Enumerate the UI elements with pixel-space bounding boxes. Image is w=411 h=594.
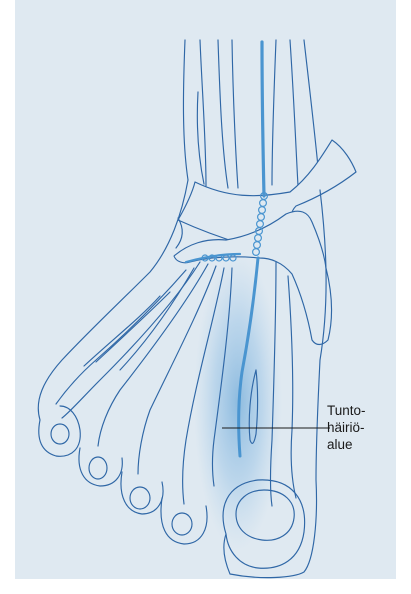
leg-outline: [183, 40, 320, 190]
nerve-trunk: [262, 42, 264, 196]
sensory-area-label: Tunto- häiriö- alue: [327, 402, 387, 453]
